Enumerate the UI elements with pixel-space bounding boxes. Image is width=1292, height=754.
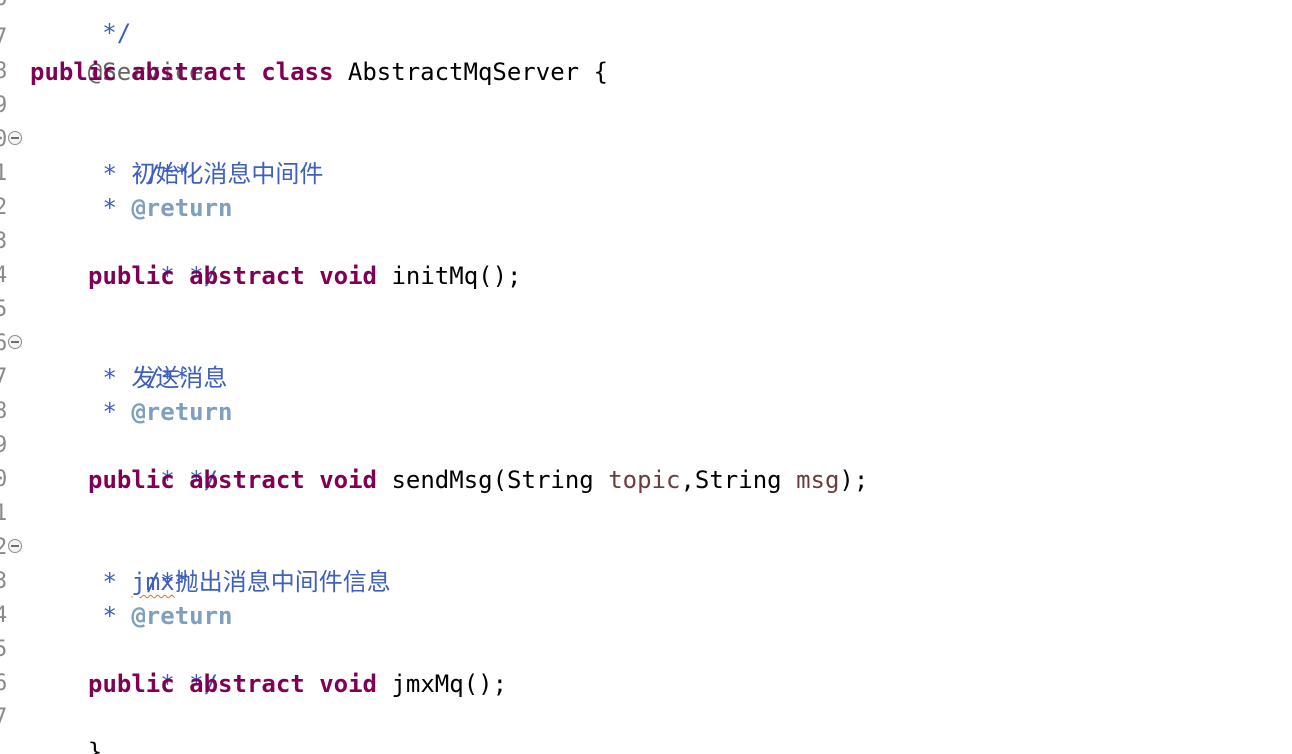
code-line: public abstract class AbstractMqServer {	[30, 55, 608, 89]
keyword-abstract: abstract	[131, 58, 247, 86]
spelling-error-word[interactable]: jmx	[131, 568, 175, 596]
method-signature: ();	[478, 262, 522, 290]
javadoc-return-tag: @return	[131, 194, 233, 222]
keyword-void: void	[319, 670, 377, 698]
line-number: 0	[0, 467, 8, 492]
line-number: 4	[0, 603, 8, 628]
line-number: 3	[0, 569, 8, 594]
line-number: 2	[0, 535, 8, 560]
code-line: /**	[88, 123, 189, 188]
line-number: 4	[0, 263, 8, 288]
line-number: 1	[0, 161, 8, 186]
keyword-public: public	[88, 670, 175, 698]
code-line: /**	[88, 327, 189, 392]
line-number: 7	[0, 365, 8, 390]
javadoc-close: * */	[145, 262, 219, 290]
keyword-void: void	[319, 466, 377, 494]
javadoc-open: /**	[145, 568, 190, 596]
line-number: 3	[0, 229, 8, 254]
code-line: * jmx抛出消息中间件信息	[88, 565, 391, 599]
code-line: * 初始化消息中间件	[88, 157, 323, 191]
fold-collapse-icon[interactable]	[8, 335, 22, 349]
code-line: }	[30, 701, 102, 754]
close-brace: }	[87, 738, 103, 754]
method-name: initMq	[391, 262, 479, 290]
code-line: * 发送消息	[88, 361, 227, 395]
comment-end: */	[87, 19, 132, 47]
code-line: /**	[88, 531, 189, 596]
javadoc-text: 发送消息	[131, 364, 228, 392]
code-line: * */	[88, 633, 218, 698]
keyword-void: void	[319, 262, 377, 290]
code-line: public abstract void initMq();	[88, 259, 522, 293]
javadoc-star: *	[88, 364, 132, 392]
line-number: 8	[0, 59, 8, 84]
fold-collapse-icon[interactable]	[8, 539, 22, 553]
keyword-class: class	[261, 58, 334, 86]
keyword-abstract: abstract	[189, 262, 305, 290]
line-number: 6	[0, 671, 8, 696]
line-number: 7	[0, 705, 8, 730]
code-line: * @return	[88, 395, 233, 429]
keyword-abstract: abstract	[189, 466, 305, 494]
line-number: 9	[0, 433, 8, 458]
code-line: * */	[88, 429, 218, 494]
keyword-abstract: abstract	[189, 670, 305, 698]
keyword-public: public	[88, 262, 175, 290]
line-number: 7	[0, 25, 8, 50]
param-name: topic	[608, 466, 681, 494]
code-line: public abstract void jmxMq();	[88, 667, 507, 701]
line-number: 2	[0, 195, 8, 220]
line-number: 9	[0, 93, 8, 118]
code-line: * */	[88, 225, 218, 290]
code-line: @Service	[30, 21, 204, 86]
param-separator: ,	[680, 466, 695, 494]
javadoc-return-tag: @return	[131, 398, 233, 426]
method-name: sendMsg(	[391, 466, 508, 494]
code-line: * @return	[88, 191, 233, 225]
param-type: String	[694, 466, 797, 494]
code-line: */	[30, 0, 131, 47]
javadoc-text: 初始化消息中间件	[131, 160, 324, 188]
keyword-public: public	[88, 466, 175, 494]
method-name: jmxMq	[391, 670, 464, 698]
javadoc-star: *	[88, 398, 132, 426]
javadoc-close: * */	[145, 466, 219, 494]
annotation-token: @Service	[87, 58, 204, 86]
line-number: 5	[0, 297, 8, 322]
line-number: 5	[0, 637, 8, 662]
keyword-public: public	[30, 58, 117, 86]
line-number: 1	[0, 501, 8, 526]
javadoc-star: *	[88, 568, 132, 596]
javadoc-star: *	[88, 160, 132, 188]
method-signature: ();	[463, 670, 508, 698]
param-type: String	[507, 466, 609, 494]
line-number: 8	[0, 399, 8, 424]
javadoc-open: /**	[145, 160, 190, 188]
javadoc-return-tag: @return	[131, 602, 233, 630]
line-number-gutter: 6 7 8 9 0 1 2 3 4 5 6 7 8 9 0 1 2 3 4 5 …	[0, 0, 28, 754]
javadoc-text: 抛出消息中间件信息	[174, 568, 391, 596]
line-number: 0	[0, 127, 8, 152]
class-name: AbstractMqServer	[347, 58, 580, 86]
javadoc-star: *	[88, 194, 132, 222]
fold-collapse-icon[interactable]	[8, 131, 22, 145]
param-name: msg	[796, 466, 840, 494]
line-number: 6	[0, 0, 8, 16]
open-brace: {	[593, 58, 608, 86]
code-line: public abstract void sendMsg(String topi…	[88, 463, 868, 497]
line-number: 6	[0, 331, 8, 356]
code-line: * @return	[88, 599, 233, 633]
javadoc-star: *	[88, 602, 132, 630]
method-signature-end: );	[839, 466, 869, 494]
javadoc-open: /**	[145, 364, 190, 392]
javadoc-close: * */	[145, 670, 219, 698]
